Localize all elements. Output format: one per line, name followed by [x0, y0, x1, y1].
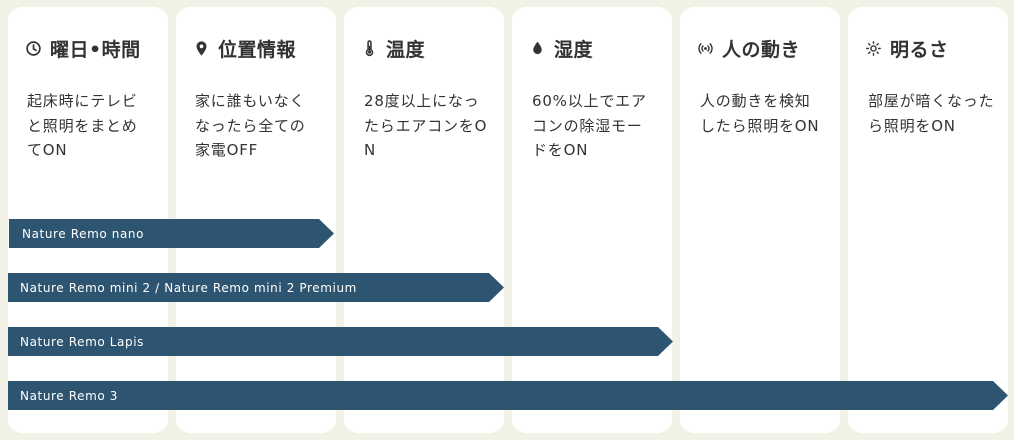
feature-card-temperature: 温度 28度以上になったらエアコンをON	[344, 7, 504, 433]
feature-title: 曜日•時間	[50, 39, 141, 61]
location-pin-icon	[193, 40, 210, 57]
brightness-icon	[865, 40, 882, 57]
product-label: Nature Remo nano	[22, 226, 145, 241]
feature-header: 湿度	[529, 35, 593, 62]
motion-sensor-icon	[697, 40, 714, 57]
feature-description: 60%以上でエアコンの除湿モードをON	[532, 92, 647, 159]
feature-header: 人の動き	[697, 35, 800, 62]
feature-description: 家に誰もいなくなったら全ての家電OFF	[195, 92, 306, 159]
feature-header: 温度	[361, 35, 425, 62]
product-arrow-remo-mini-2: Nature Remo mini 2 / Nature Remo mini 2 …	[8, 273, 504, 302]
product-arrow-remo-nano: Nature Remo nano	[9, 219, 334, 248]
product-arrow-remo-lapis: Nature Remo Lapis	[8, 327, 673, 356]
feature-title: 人の動き	[722, 39, 801, 61]
feature-card-humidity: 湿度 60%以上でエアコンの除湿モードをON	[512, 7, 672, 433]
product-label: Nature Remo mini 2 / Nature Remo mini 2 …	[20, 280, 357, 295]
feature-title: 位置情報	[218, 39, 297, 61]
feature-title: 明るさ	[890, 39, 949, 61]
feature-header: 曜日•時間	[25, 35, 141, 62]
product-arrow-remo-3: Nature Remo 3	[8, 381, 1008, 410]
product-label: Nature Remo Lapis	[20, 334, 144, 349]
thermometer-icon	[361, 40, 378, 57]
product-label: Nature Remo 3	[20, 388, 118, 403]
feature-description: 部屋が暗くなったら照明をON	[868, 92, 995, 135]
feature-card-motion: 人の動き 人の動きを検知したら照明をON	[680, 7, 840, 433]
feature-description: 起床時にテレビと照明をまとめてON	[27, 92, 138, 159]
feature-title: 湿度	[554, 39, 594, 61]
water-drop-icon	[529, 40, 546, 57]
feature-description: 28度以上になったらエアコンをON	[364, 92, 488, 159]
feature-card-brightness: 明るさ 部屋が暗くなったら照明をON	[848, 7, 1008, 433]
clock-icon	[25, 40, 42, 57]
feature-title: 温度	[386, 39, 426, 61]
feature-description: 人の動きを検知したら照明をON	[700, 92, 820, 135]
feature-header: 位置情報	[193, 35, 296, 62]
feature-header: 明るさ	[865, 35, 949, 62]
